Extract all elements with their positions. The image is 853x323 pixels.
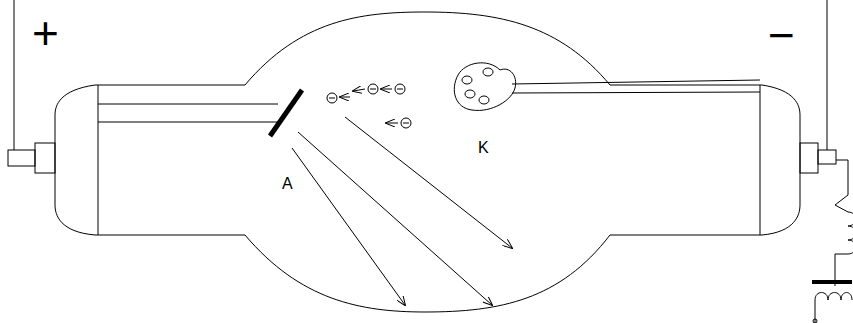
anode-rod bbox=[98, 104, 278, 105]
anode-label: A bbox=[282, 176, 293, 192]
cathode-filament bbox=[454, 63, 515, 111]
polarity-minus: − bbox=[768, 12, 795, 58]
anode-target bbox=[270, 90, 302, 136]
electron bbox=[316, 84, 411, 128]
cathode-label: K bbox=[478, 140, 489, 156]
x-ray-beam bbox=[292, 117, 512, 305]
left-terminal bbox=[35, 143, 55, 173]
right-neck bbox=[610, 85, 800, 235]
right-terminal bbox=[800, 143, 818, 173]
left-neck bbox=[55, 85, 245, 235]
glass-bulb bbox=[245, 12, 610, 312]
polarity-plus: + bbox=[32, 10, 59, 56]
cathode-stem bbox=[512, 80, 760, 93]
